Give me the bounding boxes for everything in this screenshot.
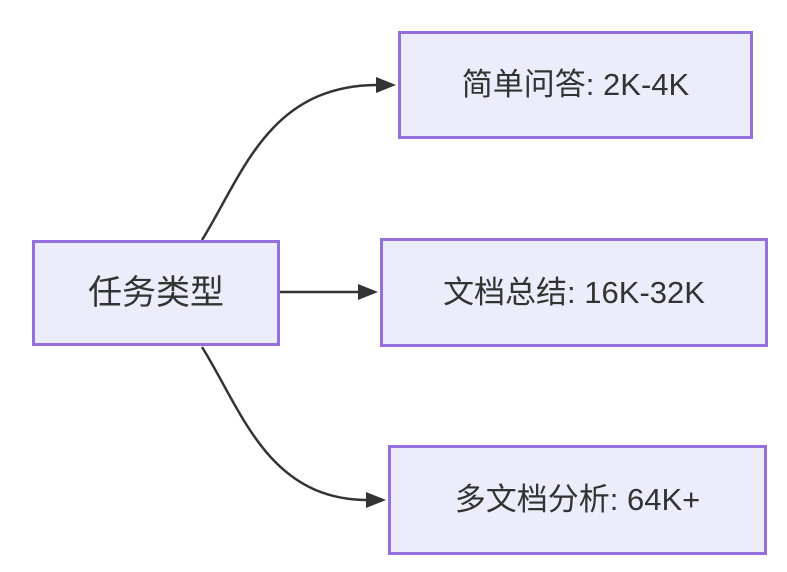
node-simple-qa: 简单问答: 2K-4K bbox=[398, 31, 753, 139]
node-doc-summary-label: 文档总结: 16K-32K bbox=[443, 274, 705, 310]
arrowhead-simple-qa-icon bbox=[376, 77, 396, 93]
node-task-type: 任务类型 bbox=[32, 240, 280, 346]
arrowhead-multi-doc-icon bbox=[366, 492, 386, 508]
arrowhead-doc-summary-icon bbox=[358, 284, 378, 300]
edge-root-to-multi-doc bbox=[200, 346, 369, 502]
edge-root-to-simple-qa bbox=[200, 83, 377, 241]
node-task-type-label: 任务类型 bbox=[88, 273, 224, 312]
node-multi-doc-analysis-label: 多文档分析: 64K+ bbox=[454, 482, 701, 518]
node-multi-doc-analysis: 多文档分析: 64K+ bbox=[388, 445, 767, 555]
node-simple-qa-label: 简单问答: 2K-4K bbox=[461, 67, 690, 103]
node-doc-summary: 文档总结: 16K-32K bbox=[380, 238, 768, 347]
